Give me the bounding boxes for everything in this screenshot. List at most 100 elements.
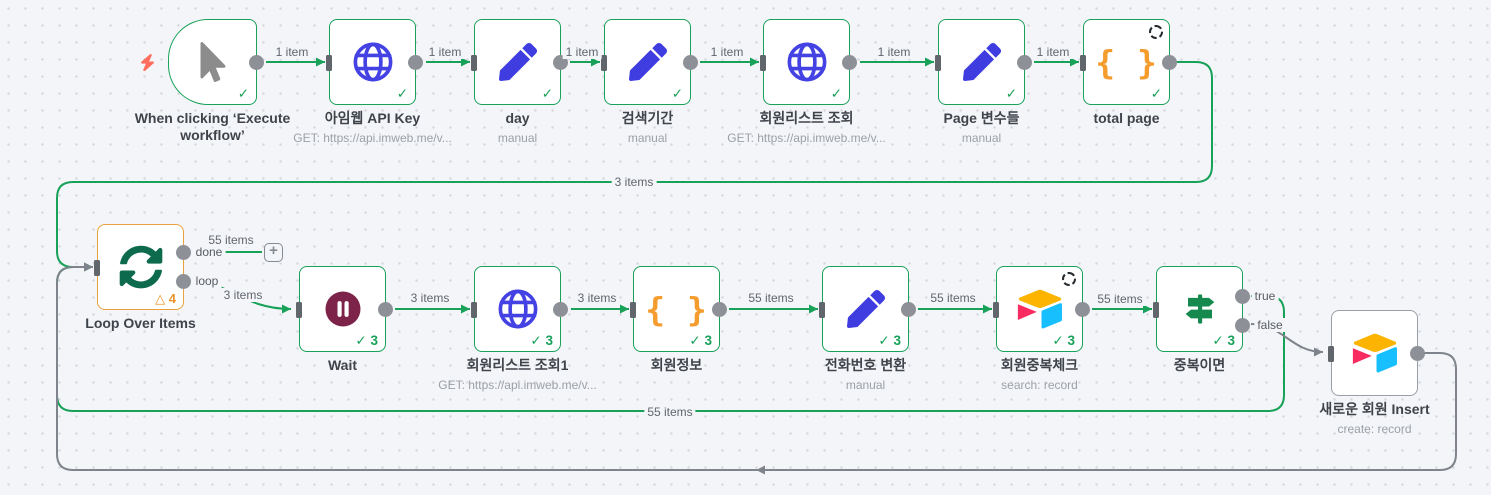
partial-run-icon: [1062, 272, 1076, 286]
status-badge: ✓ 3: [1052, 333, 1075, 348]
node-label: When clicking ‘Execute workflow’: [134, 110, 291, 143]
node-member-info[interactable]: { } ✓ 3 회원정보: [630, 266, 727, 373]
status-badge: ✓ 3: [355, 333, 378, 348]
execute-bolt-icon[interactable]: [140, 54, 155, 75]
edge-label-e5: 1 item: [874, 45, 914, 59]
input-port[interactable]: [471, 55, 477, 71]
output-port[interactable]: [842, 55, 857, 70]
node-label: 아임웹 API Key: [324, 110, 421, 126]
output-port[interactable]: [378, 302, 393, 317]
braces-icon: { }: [1095, 42, 1158, 82]
edge-label-e14: 55 items: [1094, 292, 1146, 306]
input-port[interactable]: [1080, 55, 1086, 71]
node-sublabel: GET: https://api.imweb.me/v...: [293, 131, 452, 145]
input-port[interactable]: [1153, 302, 1159, 318]
node-trigger[interactable]: ✓ When clicking ‘Execute workflow’: [135, 19, 290, 143]
input-port[interactable]: [935, 55, 941, 71]
globe-icon: [784, 39, 830, 85]
signpost-icon: [1177, 286, 1223, 332]
edge-label-e2: 1 item: [425, 45, 465, 59]
edge-label-e6: 1 item: [1033, 45, 1073, 59]
node-wait[interactable]: ✓ 3 Wait: [296, 266, 393, 373]
input-port[interactable]: [601, 55, 607, 71]
pencil-icon: [959, 39, 1005, 85]
status-badge: ✓: [1005, 86, 1017, 101]
partial-run-icon: [1149, 25, 1163, 39]
node-label: Wait: [327, 357, 358, 373]
input-port[interactable]: [993, 302, 999, 318]
node-sublabel: search: record: [1001, 378, 1078, 392]
pause-icon: [323, 289, 363, 329]
node-member-list[interactable]: ✓ 회원리스트 조회 GET: https://api.imweb.me/v..…: [727, 19, 886, 145]
input-port[interactable]: [471, 302, 477, 318]
output-port[interactable]: [901, 302, 916, 317]
input-port[interactable]: [819, 302, 825, 318]
edge-label-e11: 3 items: [574, 291, 620, 305]
input-port[interactable]: [760, 55, 766, 71]
status-badge: ✓: [830, 86, 842, 101]
status-badge: ✓: [237, 86, 249, 101]
edge-label-e3: 1 item: [562, 45, 602, 59]
add-node-button[interactable]: +: [264, 243, 283, 262]
input-port[interactable]: [94, 260, 100, 276]
node-sublabel: manual: [961, 131, 1002, 145]
output-port[interactable]: [1017, 55, 1032, 70]
pencil-icon: [843, 286, 889, 332]
output-port-false[interactable]: [1235, 318, 1250, 333]
node-search-period[interactable]: ✓ 검색기간 manual: [601, 19, 698, 145]
node-total-page[interactable]: { } ✓ total page: [1080, 19, 1177, 126]
node-page-vars[interactable]: ✓ Page 변수들 manual: [935, 19, 1032, 145]
node-label: 회원리스트 조회1: [466, 357, 569, 373]
node-if-duplicate[interactable]: ✓ 3 중복이면: [1153, 266, 1250, 373]
status-badge: ✓ 3: [1212, 333, 1235, 348]
airtable-icon: [1351, 332, 1399, 374]
output-port[interactable]: [712, 302, 727, 317]
edge-label-e1: 1 item: [272, 45, 312, 59]
globe-icon: [350, 39, 396, 85]
edge-label-e4: 1 item: [707, 45, 747, 59]
input-port[interactable]: [326, 55, 332, 71]
edge-label-e8: 55 items: [205, 233, 257, 247]
node-label: 회원리스트 조회: [759, 110, 854, 126]
node-insert-new-member[interactable]: 새로운 회원 Insert create: record: [1319, 310, 1430, 436]
node-sublabel: GET: https://api.imweb.me/v...: [727, 131, 886, 145]
output-port[interactable]: [683, 55, 698, 70]
output-port-true[interactable]: [1235, 289, 1250, 304]
output-port[interactable]: [1410, 346, 1425, 361]
node-label: total page: [1093, 110, 1160, 126]
edge-label-e9: 3 items: [220, 288, 266, 302]
output-port[interactable]: [1162, 55, 1177, 70]
edge-label-e13: 55 items: [927, 291, 979, 305]
globe-icon: [495, 286, 541, 332]
input-port[interactable]: [630, 302, 636, 318]
mouse-pointer-icon: [190, 39, 236, 85]
node-dup-check[interactable]: ✓ 3 회원중복체크 search: record: [993, 266, 1090, 392]
output-port-done[interactable]: [176, 245, 191, 260]
edge-label-e12: 55 items: [745, 291, 797, 305]
node-label: 중복이면: [1173, 357, 1226, 373]
edge-label-e7: 3 items: [611, 175, 657, 189]
port-label-loop: loop: [192, 274, 222, 288]
input-port[interactable]: [1328, 346, 1334, 362]
node-member-list1[interactable]: ✓ 3 회원리스트 조회1 GET: https://api.imweb.me/…: [438, 266, 597, 392]
pencil-icon: [625, 39, 671, 85]
port-label-true: true: [1251, 289, 1279, 303]
node-day[interactable]: ✓ day manual: [471, 19, 568, 145]
output-port[interactable]: [553, 302, 568, 317]
node-phone-convert[interactable]: ✓ 3 전화번호 변환 manual: [819, 266, 916, 392]
output-port-loop[interactable]: [176, 274, 191, 289]
node-loop-over-items[interactable]: △ 4 Loop Over Items: [85, 224, 196, 331]
input-port[interactable]: [296, 302, 302, 318]
node-sublabel: create: record: [1337, 422, 1412, 436]
node-imweb-api-key[interactable]: ✓ 아임웹 API Key GET: https://api.imweb.me/…: [293, 19, 452, 145]
port-label-false: false: [1254, 318, 1286, 332]
output-port[interactable]: [1075, 302, 1090, 317]
output-port[interactable]: [249, 55, 264, 70]
edge-label-e10: 3 items: [407, 291, 453, 305]
braces-icon: { }: [645, 289, 708, 329]
node-label: 검색기간: [621, 110, 674, 126]
status-badge: ✓ 3: [530, 333, 553, 348]
node-label: 전화번호 변환: [824, 357, 907, 373]
output-port[interactable]: [408, 55, 423, 70]
